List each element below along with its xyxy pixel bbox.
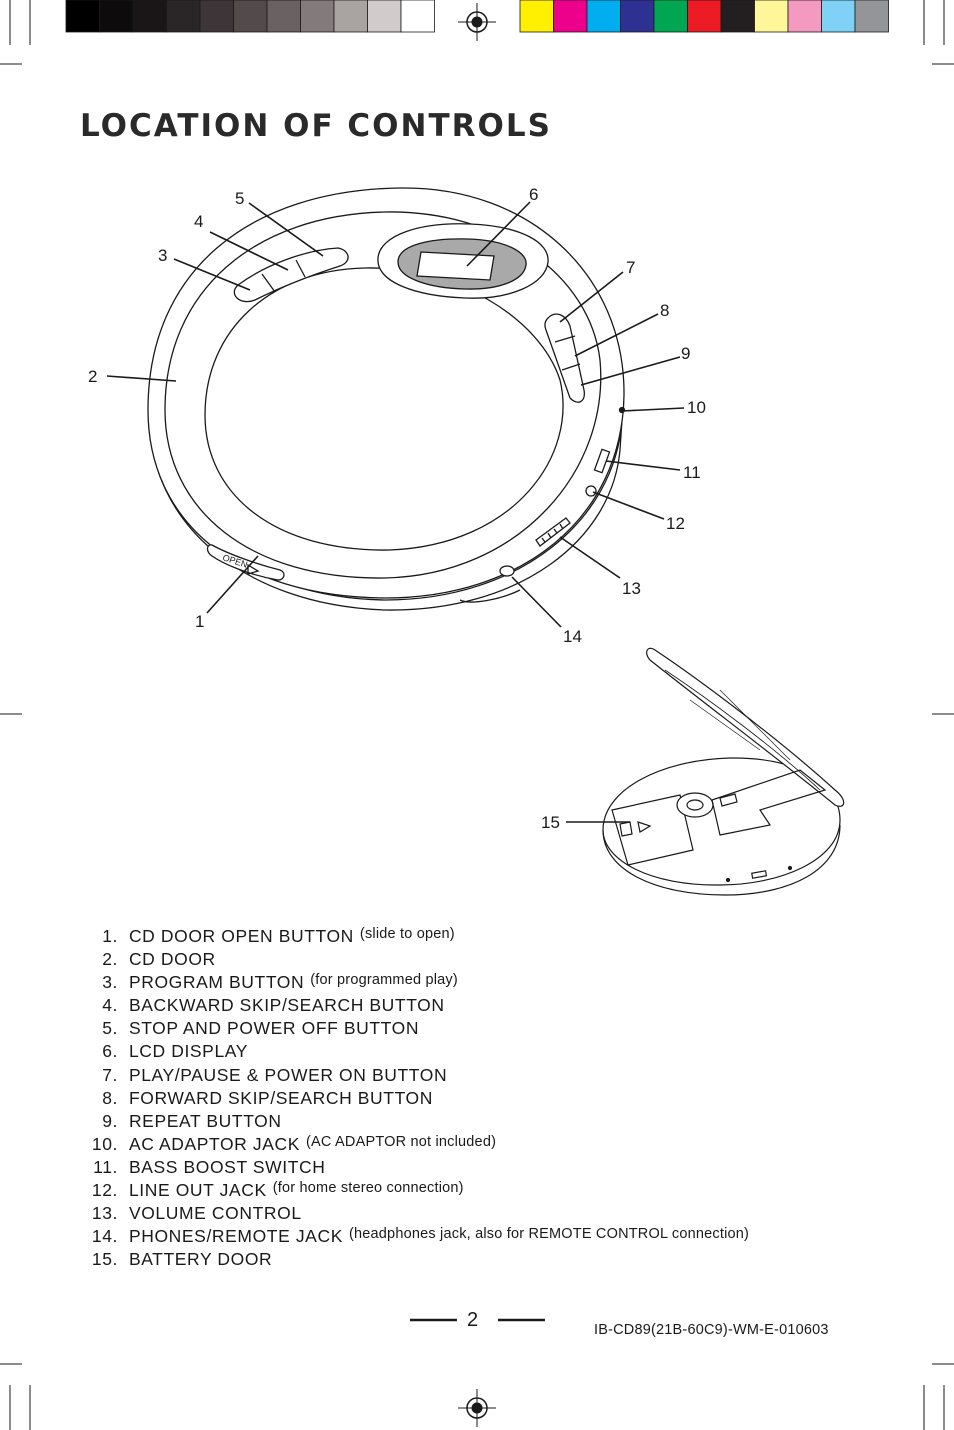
ac-adaptor-jack bbox=[618, 406, 626, 414]
list-item: 2. CD DOOR bbox=[102, 949, 216, 970]
cd-player-illustration: OPEN bbox=[147, 187, 626, 611]
callout-15: 15 bbox=[541, 813, 560, 832]
calibration-swatch bbox=[754, 0, 789, 33]
calibration-swatch bbox=[166, 0, 201, 33]
list-item: 15. BATTERY DOOR bbox=[91, 1249, 273, 1270]
callout-13: 13 bbox=[622, 579, 641, 598]
callout-14: 14 bbox=[563, 627, 582, 646]
list-item: 3. PROGRAM BUTTON(for programmed play) bbox=[102, 972, 458, 993]
callout-10: 10 bbox=[687, 398, 706, 417]
page-number: 2 bbox=[467, 1309, 479, 1331]
calibration-swatch bbox=[367, 0, 402, 33]
grayscale-calibration-bar bbox=[65, 0, 435, 33]
list-item: 14. PHONES/REMOTE JACK(headphones jack, … bbox=[91, 1226, 750, 1247]
phones-jack bbox=[499, 565, 515, 577]
calibration-swatch bbox=[787, 0, 822, 33]
list-item: 10. AC ADAPTOR JACK(AC ADAPTOR not inclu… bbox=[91, 1133, 497, 1154]
calibration-swatch bbox=[233, 0, 268, 33]
calibration-swatch bbox=[653, 0, 688, 33]
callout-12: 12 bbox=[666, 514, 685, 533]
callout-1: 1 bbox=[195, 612, 205, 631]
calibration-swatch bbox=[553, 0, 588, 33]
calibration-swatch bbox=[720, 0, 755, 33]
calibration-swatch bbox=[333, 0, 368, 33]
document-code: IB-CD89(21B-60C9)-WM-E-010603 bbox=[594, 1322, 829, 1338]
spindle bbox=[676, 792, 714, 818]
callout-4: 4 bbox=[194, 212, 204, 231]
cd-player-open-illustration bbox=[602, 647, 845, 896]
open-slider bbox=[206, 544, 285, 581]
calibration-swatch bbox=[586, 0, 621, 33]
callout-6: 6 bbox=[529, 185, 539, 204]
callout-2: 2 bbox=[88, 367, 98, 386]
list-item: 1. CD DOOR OPEN BUTTON(slide to open) bbox=[102, 926, 455, 946]
callout-7: 7 bbox=[626, 258, 636, 277]
volume-wheel bbox=[535, 517, 571, 547]
callout-3: 3 bbox=[158, 246, 168, 265]
leader-lines bbox=[106, 201, 685, 823]
registration-target-top bbox=[458, 3, 496, 41]
line-out-jack bbox=[585, 485, 597, 497]
list-item: 8. FORWARD SKIP/SEARCH BUTTON bbox=[102, 1087, 433, 1108]
side-button-column bbox=[544, 313, 585, 403]
list-item: 11. BASS BOOST SWITCH bbox=[93, 1156, 326, 1177]
registration-target-bottom bbox=[458, 1389, 496, 1427]
calibration-swatch bbox=[620, 0, 655, 33]
battery-door bbox=[611, 794, 694, 866]
calibration-swatch bbox=[99, 0, 134, 33]
callout-5: 5 bbox=[235, 189, 245, 208]
color-calibration-bar bbox=[519, 0, 889, 33]
top-button-bar bbox=[233, 247, 349, 303]
calibration-swatch bbox=[400, 0, 435, 33]
calibration-swatch bbox=[854, 0, 889, 33]
list-item: 6. LCD DISPLAY bbox=[102, 1041, 249, 1062]
list-item: 9. REPEAT BUTTON bbox=[102, 1110, 282, 1131]
calibration-swatch bbox=[519, 0, 554, 33]
callout-8: 8 bbox=[660, 301, 670, 320]
calibration-swatch bbox=[132, 0, 167, 33]
calibration-swatch bbox=[687, 0, 722, 33]
callout-11: 11 bbox=[683, 463, 701, 482]
parts-list: 1. CD DOOR OPEN BUTTON(slide to open) 2.… bbox=[78, 926, 749, 1272]
list-item: 7. PLAY/PAUSE & POWER ON BUTTON bbox=[102, 1064, 448, 1085]
calibration-swatch bbox=[65, 0, 100, 33]
list-item: 12. LINE OUT JACK(for home stereo connec… bbox=[91, 1180, 464, 1201]
list-item: 4. BACKWARD SKIP/SEARCH BUTTON bbox=[102, 995, 445, 1016]
bass-boost-switch bbox=[593, 448, 611, 474]
calibration-swatch bbox=[821, 0, 856, 33]
calibration-swatch bbox=[300, 0, 335, 33]
calibration-swatch bbox=[199, 0, 234, 33]
list-item: 13. VOLUME CONTROL bbox=[91, 1203, 302, 1224]
list-item: 5. STOP AND POWER OFF BUTTON bbox=[102, 1018, 420, 1039]
calibration-swatch bbox=[266, 0, 301, 33]
callout-9: 9 bbox=[681, 344, 691, 363]
page-title: LOCATION OF CONTROLS bbox=[80, 108, 552, 144]
